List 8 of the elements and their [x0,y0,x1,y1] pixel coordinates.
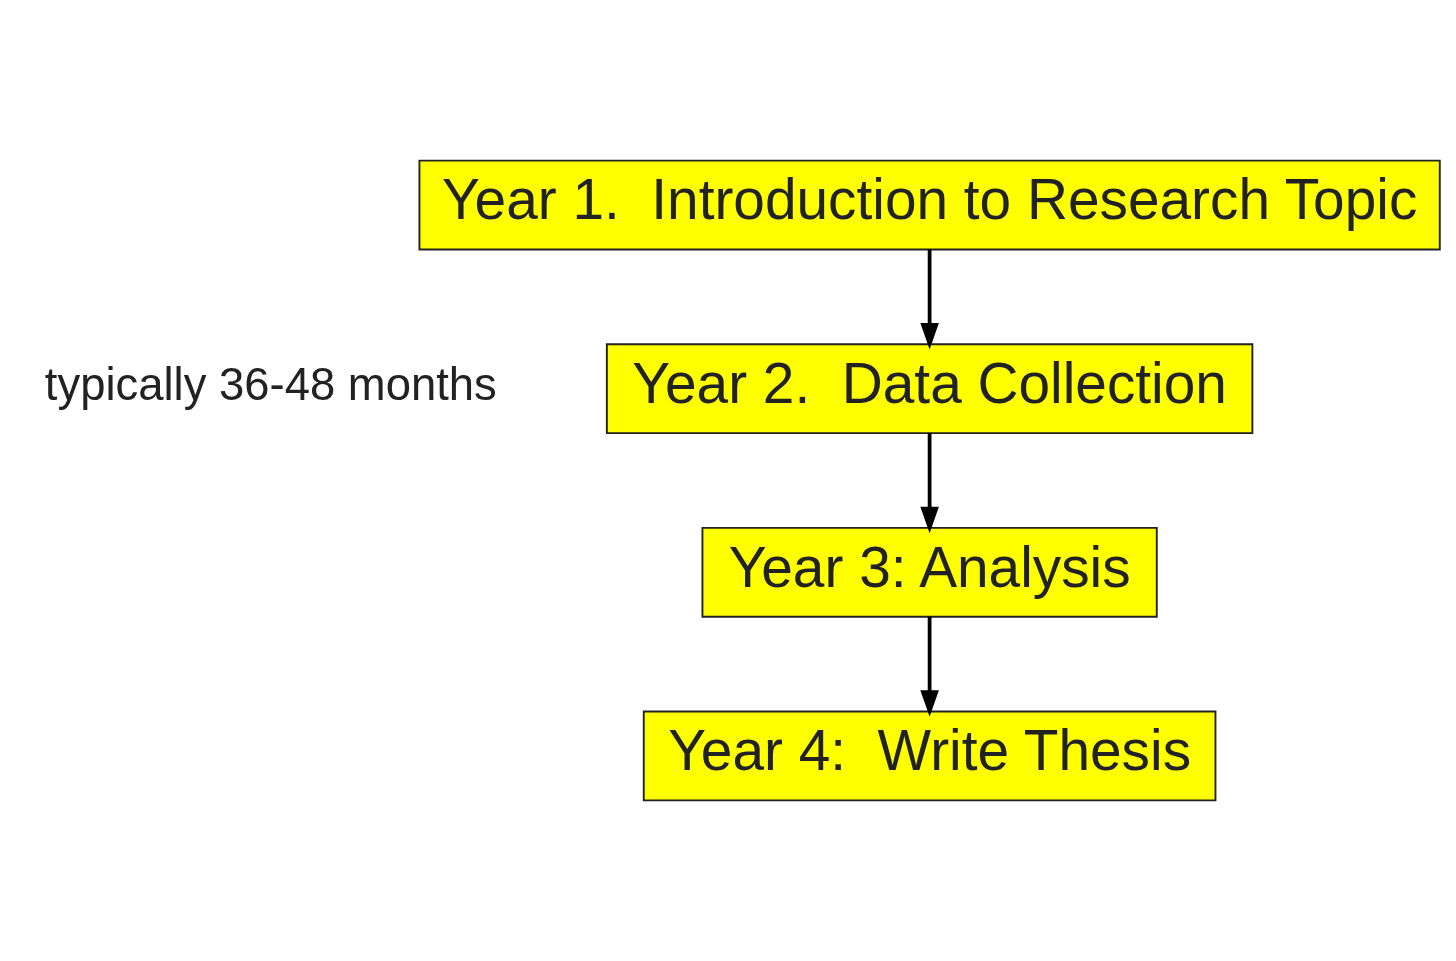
node-box: Year 2. Data Collection [605,343,1254,435]
arrow [920,616,939,717]
label: typically 36-48 months [44,359,497,411]
arrow [920,249,939,350]
arrow [920,433,939,534]
node-box: Year 1. Introduction to Research Topic [418,159,1441,251]
node-box: Year 4: Write Thesis [642,710,1217,802]
node-box: Year 3: Analysis [701,526,1158,618]
